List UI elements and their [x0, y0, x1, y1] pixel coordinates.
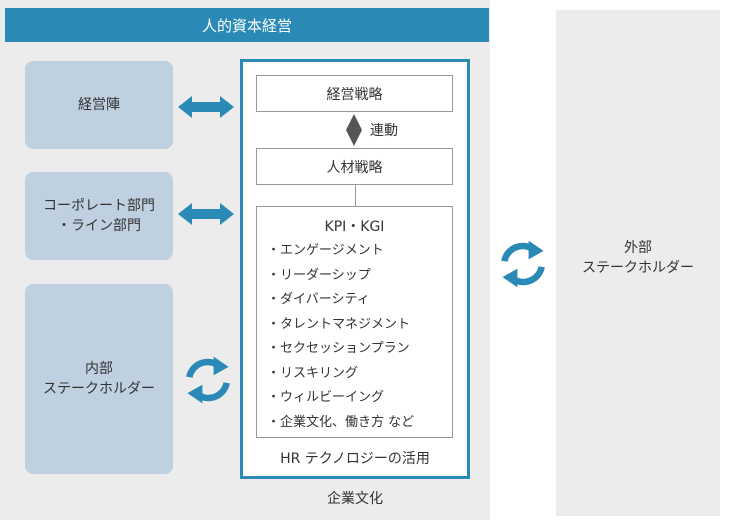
internal-stakeholder-box: 内部 ステークホルダー: [25, 284, 173, 474]
list-item: ・リスキリング: [267, 365, 359, 381]
kpi-title: KPI・KGI: [324, 219, 385, 235]
hr-tech-label: HR テクノロジーの活用: [280, 451, 430, 467]
list-item: ・セクセッションプラン: [267, 341, 410, 356]
connector-line: [355, 185, 356, 206]
double-arrow-icon: [178, 96, 234, 118]
business-strategy-box: 経営戦略: [256, 75, 453, 112]
cycle-arrows-icon: [501, 240, 545, 288]
double-arrow-icon: [178, 203, 234, 225]
list-item: ・ウィルビーイング: [267, 390, 385, 405]
list-item: ・企業文化、働き方 など: [267, 414, 415, 430]
kpi-list: ・エンゲージメント ・リーダーシップ ・ダイバーシティ ・タレントマネジメント …: [267, 239, 452, 435]
management-box: 経営陣: [25, 61, 173, 149]
list-item: ・エンゲージメント: [267, 243, 384, 258]
external-stakeholder-label: 外部 ステークホルダー: [582, 240, 694, 276]
list-item: ・タレントマネジメント: [267, 316, 411, 332]
link-label: 連動: [370, 123, 398, 139]
list-item: ・リーダーシップ: [267, 267, 371, 283]
list-item: ・ダイバーシティ: [267, 292, 370, 307]
cycle-arrows-icon: [186, 356, 230, 404]
hr-strategy-box: 人材戦略: [256, 148, 453, 185]
external-panel: [556, 10, 720, 516]
kpi-box: KPI・KGI ・エンゲージメント ・リーダーシップ ・ダイバーシティ ・タレン…: [256, 206, 453, 438]
page-title: 人的資本経営: [5, 8, 489, 42]
culture-label: 企業文化: [327, 491, 383, 507]
diamond-icon: [346, 114, 362, 146]
corporate-box: コーポレート部門 ・ライン部門: [25, 172, 173, 260]
